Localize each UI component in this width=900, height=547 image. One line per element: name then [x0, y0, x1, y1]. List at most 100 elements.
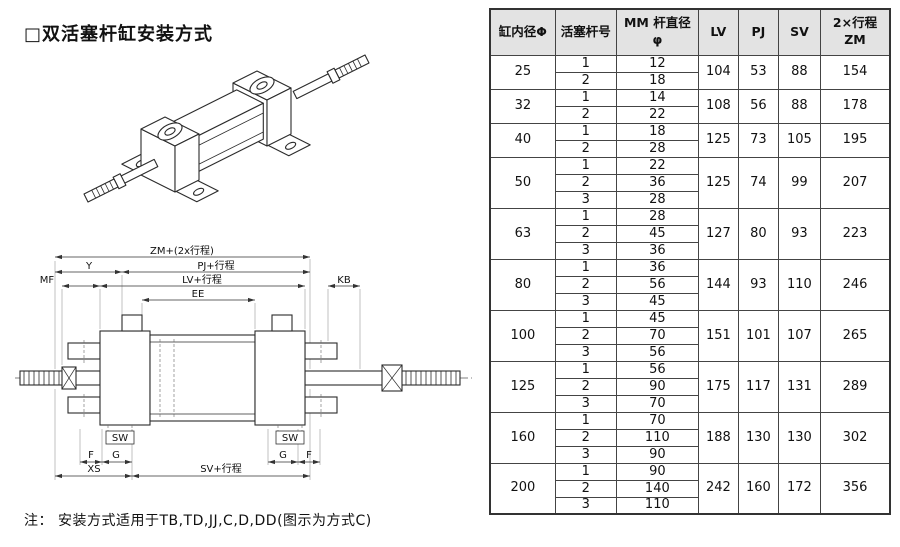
isometric-drawing — [83, 54, 370, 203]
bore-cell: 32 — [489, 88, 556, 124]
sw-right-box — [275, 430, 305, 445]
front-piston-rod — [83, 158, 159, 203]
rod-no-cell: 1 — [554, 88, 617, 107]
sv-cell: 130 — [777, 411, 821, 464]
dim-label-lv: LV+行程 — [182, 273, 222, 286]
rod-dia-cell: 28 — [615, 190, 699, 209]
dim-label-y: Y — [85, 261, 93, 272]
pj-cell: 80 — [737, 207, 779, 260]
col-header-rod-dia-line2: φ — [652, 32, 663, 48]
col-header-sv-label: SV — [790, 23, 809, 39]
bore-cell: 25 — [489, 54, 556, 90]
rod-no-cell: 2 — [554, 275, 617, 294]
col-header-rod-no: 活塞杆号 — [554, 8, 617, 56]
col-header-zm: 2×行程 ZM — [819, 8, 891, 56]
lv-cell: 242 — [697, 462, 739, 515]
front-end-cap — [140, 116, 200, 193]
pj-cell: 73 — [737, 122, 779, 158]
pj-cell: 160 — [737, 462, 779, 515]
rod-dia-cell: 56 — [615, 343, 699, 362]
rod-dia-cell: 12 — [615, 54, 699, 73]
left-cap — [99, 330, 151, 426]
dimension-labels: ZM+(2x行程) Y PJ+行程 MF LV+行程 KB EE SW SW F… — [40, 244, 351, 475]
lv-cell: 108 — [697, 88, 739, 124]
page-title: □双活塞杆缸安装方式 — [24, 24, 214, 45]
col-header-pj-label: PJ — [751, 23, 766, 39]
dim-label-sv: SV+行程 — [200, 462, 242, 475]
col-header-rod-no-label: 活塞杆号 — [560, 23, 611, 39]
front-thread-hatch — [91, 181, 114, 199]
lv-cell: 188 — [697, 411, 739, 464]
rod-no-cell: 2 — [554, 377, 617, 396]
lv-cell: 125 — [697, 156, 739, 209]
sv-cell: 88 — [777, 54, 821, 90]
zm-cell: 265 — [819, 309, 891, 362]
rod-dia-cell: 70 — [615, 394, 699, 413]
pj-cell: 93 — [737, 258, 779, 311]
bore-cell: 63 — [489, 207, 556, 260]
rod-dia-cell: 22 — [615, 156, 699, 175]
sv-cell: 105 — [777, 122, 821, 158]
rod-dia-cell: 45 — [615, 292, 699, 311]
front-rod-nut — [112, 173, 127, 190]
right-cap — [254, 330, 306, 426]
rod-dia-cell: 70 — [615, 326, 699, 345]
pj-cell: 101 — [737, 309, 779, 362]
bore-cell: 160 — [489, 411, 556, 464]
rod-dia-cell: 36 — [615, 258, 699, 277]
sv-cell: 107 — [777, 309, 821, 362]
col-header-zm-line1: 2×行程 — [832, 15, 878, 31]
rod-no-cell: 1 — [554, 258, 617, 277]
zm-cell: 207 — [819, 156, 891, 209]
pj-cell: 74 — [737, 156, 779, 209]
dim-label-g-left: G — [112, 450, 120, 461]
zm-cell: 223 — [819, 207, 891, 260]
zm-cell: 154 — [819, 54, 891, 90]
sv-cell: 110 — [777, 258, 821, 311]
tube — [149, 334, 256, 422]
dimension-drawing: ZM+(2x行程) Y PJ+行程 MF LV+行程 KB EE SW SW F… — [15, 244, 472, 480]
dim-label-zm: ZM+(2x行程) — [150, 244, 214, 257]
rod-dia-cell: 36 — [615, 241, 699, 260]
header-row: 缸内径Φ 活塞杆号 MM 杆直径 φ LV PJ SV 2×行程 ZM — [489, 8, 891, 56]
rod-no-cell: 2 — [554, 326, 617, 345]
dim-label-g-right: G — [279, 450, 287, 461]
rod-dia-cell: 36 — [615, 173, 699, 192]
lv-cell: 144 — [697, 258, 739, 311]
lv-cell: 151 — [697, 309, 739, 362]
dim-label-ee: EE — [192, 289, 205, 300]
rod-dia-cell: 14 — [615, 88, 699, 107]
col-header-sv: SV — [777, 8, 821, 56]
rod-dia-cell: 56 — [615, 275, 699, 294]
bore-cell: 80 — [489, 258, 556, 311]
rod-dia-cell: 18 — [615, 71, 699, 90]
dim-label-sw-right: SW — [282, 433, 298, 444]
rod-dia-cell: 18 — [615, 122, 699, 141]
sv-cell: 131 — [777, 360, 821, 413]
dim-label-mf: MF — [40, 275, 55, 286]
pj-cell: 117 — [737, 360, 779, 413]
rod-dia-cell: 56 — [615, 360, 699, 379]
sv-cell: 88 — [777, 88, 821, 124]
sw-left-box — [105, 430, 135, 445]
bore-cell: 40 — [489, 122, 556, 158]
sv-cell: 93 — [777, 207, 821, 260]
rod-dia-cell: 28 — [615, 207, 699, 226]
bore-cell: 125 — [489, 360, 556, 413]
rod-dia-cell: 110 — [615, 428, 699, 447]
rod-no-cell: 1 — [554, 156, 617, 175]
rod-no-cell: 1 — [554, 462, 617, 481]
rod-dia-cell: 140 — [615, 479, 699, 498]
rod-dia-cell: 22 — [615, 105, 699, 124]
rod-no-cell: 1 — [554, 54, 617, 73]
hidden-lines — [83, 339, 322, 431]
rod-no-cell: 3 — [554, 190, 617, 209]
